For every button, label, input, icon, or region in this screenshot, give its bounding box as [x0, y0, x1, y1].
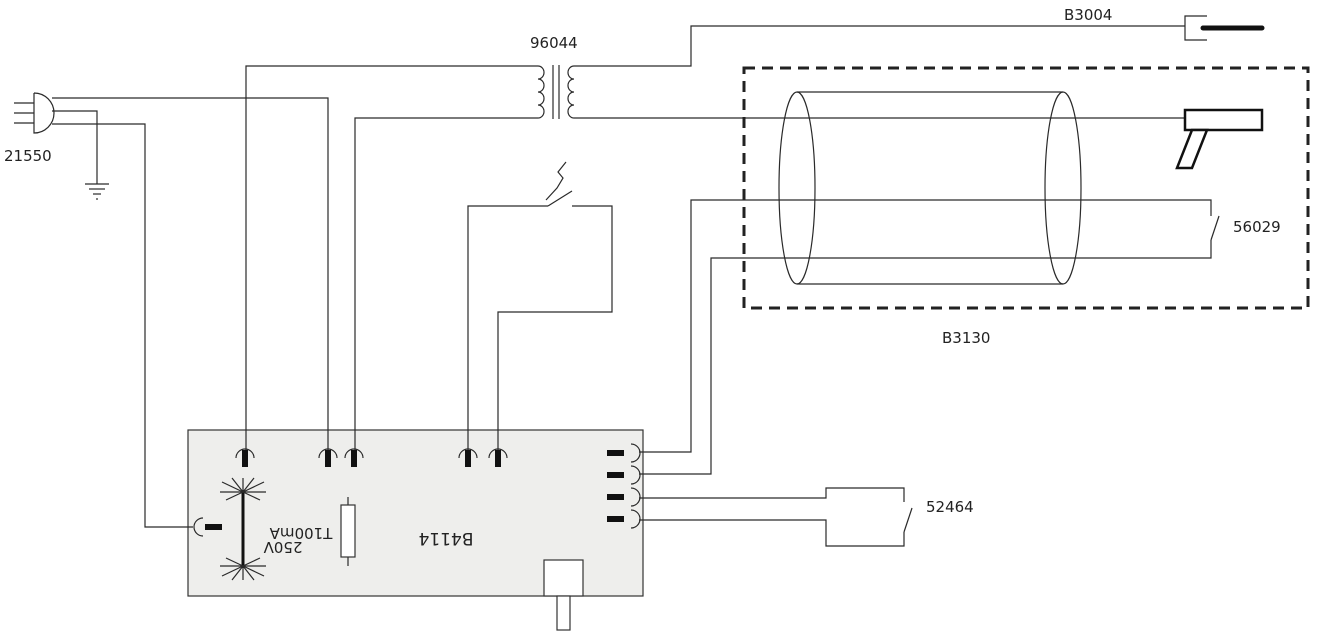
- connector-icon: [235, 448, 255, 467]
- plug-label: 21550: [4, 147, 52, 165]
- door-switch-label: 56029: [1233, 218, 1281, 236]
- board-label: B4114: [419, 528, 474, 548]
- transformer-label: 96044: [530, 34, 578, 52]
- fuse-voltage-label: 250V: [263, 538, 303, 556]
- cylinder-icon: [778, 91, 1082, 285]
- switch-icon: [1210, 212, 1220, 241]
- connector-icon: [193, 517, 222, 537]
- connector-icon: [607, 465, 641, 485]
- connector-icon: [607, 487, 641, 507]
- connector-icon: [344, 448, 364, 467]
- heat-gun-icon: [1175, 108, 1264, 170]
- fuse-current-label: T100mA: [269, 524, 333, 542]
- probe-label: B3004: [1064, 6, 1112, 24]
- plug-icon: [14, 92, 55, 134]
- probe-icon: [1184, 15, 1265, 41]
- enclosure-label: B3130: [942, 329, 990, 347]
- connector-icon: [607, 509, 641, 529]
- varistor-icon: [220, 477, 266, 581]
- thermal-switch-icon: [545, 161, 573, 207]
- ground-icon: [85, 183, 109, 200]
- control-board: T100mA 250V B4114: [187, 429, 644, 631]
- enclosure-boundary: [742, 66, 1310, 310]
- transformer-icon: [537, 65, 575, 119]
- connector-icon: [607, 443, 641, 463]
- fuse-icon: [340, 497, 356, 566]
- relay-icon: [543, 559, 584, 631]
- switch-icon: [903, 507, 913, 533]
- aux-switch-label: 52464: [926, 498, 974, 516]
